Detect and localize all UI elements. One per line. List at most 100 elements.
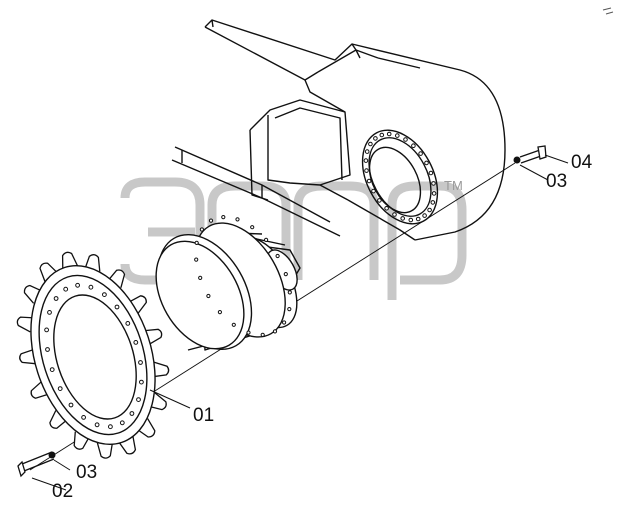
washer-lower — [48, 451, 56, 459]
sprocket-teeth — [16, 251, 170, 459]
mount-bolt-hole — [430, 200, 436, 205]
bolt-lower — [17, 451, 55, 478]
sprocket-bolt-hole — [53, 296, 59, 301]
sprocket-bolt-hole — [133, 340, 139, 345]
motor-flange-bolt — [231, 322, 236, 327]
mount-bolt-hole — [379, 132, 385, 138]
watermark-trademark: TM — [444, 178, 463, 193]
leader-01 — [149, 389, 191, 409]
motor-flange-bolt — [194, 257, 199, 262]
mount-bolt-hole — [386, 131, 392, 137]
sprocket-tooth — [19, 348, 36, 365]
sprocket-tooth — [39, 262, 59, 282]
mount-bolt-hole — [403, 137, 408, 142]
sprocket-bolt-hole — [102, 292, 107, 298]
sprocket-bolt-hole — [139, 379, 144, 385]
mount-bolt-hole — [395, 133, 400, 138]
motor-flange-bolt — [264, 237, 269, 242]
sprocket-tooth — [148, 392, 167, 411]
mount-bolt-hole — [366, 178, 372, 184]
mount-bolt-hole — [373, 136, 378, 141]
motor-flange-bolt — [208, 218, 214, 223]
sprocket-bolt-hole — [75, 282, 80, 288]
mount-bolt-hole — [431, 191, 437, 196]
mount-bolt-hole — [368, 141, 373, 147]
leader-04 — [544, 154, 569, 164]
mount-bolt-hole — [364, 168, 369, 173]
motor-flange-bolt — [194, 240, 199, 245]
motor-flange-bolt — [275, 253, 280, 259]
mount-bolt-hole — [384, 206, 389, 211]
corner-mark — [602, 7, 614, 15]
sprocket-tooth — [128, 295, 147, 314]
mount-bolt-hole — [418, 151, 423, 156]
sprocket-tooth — [23, 284, 43, 304]
mount-bolt-hole — [392, 212, 397, 217]
sprocket-bolt-hole — [114, 304, 120, 310]
watermark-logo — [120, 177, 467, 300]
mount-bolt-hole — [400, 216, 406, 221]
sprocket — [16, 251, 170, 459]
mount-bolt-hole — [411, 143, 416, 148]
sprocket-tooth — [96, 441, 114, 459]
motor-flange-bolt — [287, 307, 292, 312]
mount-bolt-hole — [363, 158, 369, 163]
motor-flange-bolt — [282, 320, 287, 325]
sprocket-bolt-hole — [44, 327, 49, 333]
sprocket-bolt-hole — [63, 286, 69, 292]
callout-03-bottom: 03 — [76, 462, 97, 483]
sprocket-bolt-hole — [88, 284, 94, 290]
sprocket-bolt-hole — [125, 321, 131, 326]
sprocket-bolt-hole — [108, 424, 113, 430]
motor-flange-bolt — [283, 272, 288, 277]
motor-flange-bolt — [272, 329, 278, 334]
sprocket-bolt-hole — [68, 402, 74, 408]
sprocket-bolt-hole — [94, 422, 100, 428]
motor-flange-bolt — [287, 290, 292, 295]
callout-01: 01 — [193, 405, 214, 426]
sprocket-bolt-hole — [81, 415, 86, 420]
track-frame — [171, 19, 506, 241]
motor-flange-bolt — [221, 215, 226, 220]
mount-bolt-hole — [428, 170, 434, 176]
leader-02 — [31, 477, 67, 491]
mount-bolt-hole — [427, 207, 432, 213]
sprocket-bolt-hole — [136, 397, 141, 403]
leader-03-top — [519, 164, 549, 181]
mount-bolt-hole — [431, 181, 436, 186]
sprocket-tooth — [136, 418, 156, 438]
motor-flange-bolt — [217, 310, 222, 315]
motor-flange-bolt — [246, 330, 251, 335]
sprocket-tooth — [152, 361, 170, 378]
sprocket-tooth — [30, 381, 49, 399]
mount-bolt-hole — [377, 198, 382, 203]
sprocket-tooth — [16, 316, 35, 333]
mount-bolt-hole — [415, 216, 421, 222]
mount-bolt-hole — [364, 149, 370, 154]
mount-bolt-hole — [424, 160, 429, 166]
sprocket-bolt-holes — [44, 282, 144, 430]
mount-bolt-hole — [408, 217, 414, 223]
leader-lines — [31, 154, 569, 491]
bolt-upper — [519, 145, 547, 164]
motor-flange-bolt — [206, 293, 211, 299]
motor-flange-bolt — [199, 227, 204, 232]
sprocket-bolt-hole — [138, 360, 143, 365]
washer-upper — [513, 156, 521, 164]
motor-flange-bolts — [194, 215, 292, 337]
sprocket-bolt-hole — [47, 310, 52, 315]
motor-flange-bolt — [260, 332, 265, 337]
mount-bolt-hole — [371, 188, 376, 194]
sprocket-bolt-hole — [57, 386, 63, 392]
sprocket-bolt-hole — [129, 411, 135, 416]
travel-motor — [155, 222, 301, 351]
sprocket-bolt-hole — [45, 347, 50, 352]
mount-bolt-holes — [363, 131, 437, 223]
callout-03-top: 03 — [546, 171, 567, 192]
sprocket-bolt-hole — [49, 367, 55, 373]
sprocket-tooth — [49, 410, 68, 429]
callout-02: 02 — [52, 481, 73, 502]
callout-04: 04 — [571, 152, 593, 173]
motor-flange-bolt — [235, 217, 240, 222]
